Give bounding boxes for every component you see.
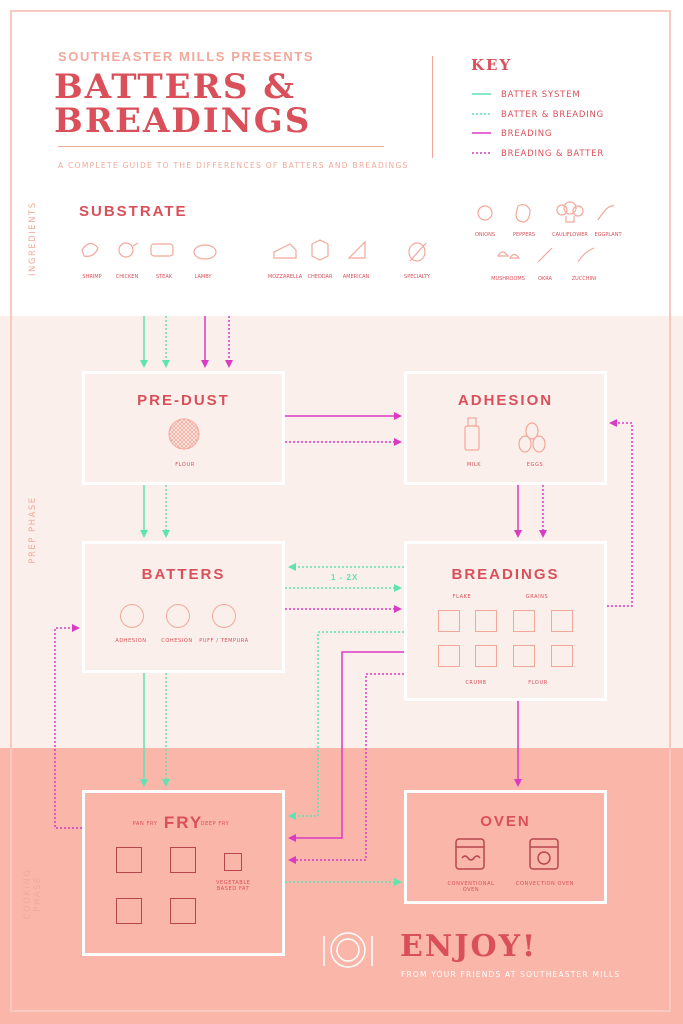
veg-label-zucchini: ZUCCHINI (572, 276, 597, 282)
puff-batter-circle (212, 604, 236, 628)
veg-label-peppers: PEPPERS (513, 232, 535, 238)
enjoy-title: ENJOY! (400, 929, 538, 964)
key-divider (432, 56, 433, 158)
breading-square (551, 610, 573, 632)
veg-label-eggplant: EGGPLANT (594, 232, 622, 238)
substrate-title: SUBSTRATE (79, 203, 188, 220)
protein-label-shrimp: SHRIMP (82, 274, 101, 280)
breadings-title: BREADINGS (451, 566, 560, 583)
breading-square (438, 645, 460, 667)
veg-label-mushrooms: MUSHROOMS (491, 276, 525, 282)
batters-cohesion-label: COHESION (161, 638, 193, 644)
fry-fat-label: VEGETABLE BASED FAT (216, 880, 251, 892)
cheese-icons (273, 239, 366, 261)
milk-icon (464, 417, 480, 451)
fry-square (170, 898, 196, 924)
title-divider (58, 146, 384, 147)
key-label-batter-system: BATTER SYSTEM (501, 90, 581, 100)
protein-label-chicken: CHICKEN (116, 274, 139, 280)
breadings-box: BREADINGS FLAKE GRAINS CRUMB FLOUR (404, 541, 607, 701)
flour-icon (168, 418, 200, 450)
presents-text: SOUTHEASTER MILLS PRESENTS (58, 49, 315, 64)
predust-title: PRE-DUST (137, 392, 230, 409)
fry-square (116, 898, 142, 924)
protein-icons (81, 242, 217, 260)
oven-convection-label: CONVECTION OVEN (515, 881, 575, 887)
batters-title: BATTERS (141, 566, 226, 583)
cheese-label-cheddar: CHEDDAR (308, 274, 333, 280)
fry-deepfry-label: DEEP FRY (200, 821, 230, 827)
eggs-icon (518, 422, 546, 453)
breading-square (513, 610, 535, 632)
breadings-flour-label: FLOUR (528, 680, 548, 686)
veg-label-onions: ONIONS (475, 232, 495, 238)
specialty-icon (408, 242, 427, 262)
adhesion-box: ADHESION MILK EGGS (404, 371, 607, 485)
friends-text: FROM YOUR FRIENDS AT SOUTHEASTER MILLS (401, 970, 621, 979)
oven-box: OVEN CONVENTIONAL OVEN CONVECTION OVEN (404, 790, 607, 904)
cheese-label-mozzarella: MOZZARELLA (268, 274, 303, 280)
fry-fat-square (224, 853, 242, 871)
cheese-label-american: AMERICAN (343, 274, 370, 280)
breading-square (513, 645, 535, 667)
key-title: KEY (471, 56, 513, 74)
breading-square (475, 610, 497, 632)
fry-square (170, 847, 196, 873)
veg-label-cauliflower: CAULIFLOWER (552, 232, 588, 238)
batters-box: BATTERS ADHESION COHESION PUFF / TEMPURA (82, 541, 285, 673)
breading-square (475, 645, 497, 667)
fry-box: FRY PAN FRY DEEP FRY VEGETABLE BASED FAT (82, 790, 285, 956)
title-line-1: BATTERS & (54, 67, 296, 107)
predust-flour-label: FLOUR (175, 462, 195, 468)
protein-label-steak: STEAK (156, 274, 173, 280)
subtitle: A COMPLETE GUIDE TO THE DIFFERENCES OF B… (58, 161, 409, 170)
adhesion-eggs-label: EGGS (526, 462, 544, 468)
adhesion-milk-label: MILK (466, 462, 482, 468)
key-swatches (472, 93, 491, 154)
breading-square (438, 610, 460, 632)
breadings-grains-label: GRAINS (525, 594, 549, 600)
breadings-crumb-label: CRUMB (465, 680, 487, 686)
key-label-breading: BREADING (501, 129, 553, 139)
title-line-2: BREADINGS (54, 101, 312, 141)
protein-label-lamby: LAMBY (195, 274, 213, 280)
oven-title: OVEN (480, 813, 531, 830)
ingredients-band (0, 0, 683, 316)
specialty-label: SPECIALTY (404, 274, 431, 280)
fry-title: FRY (163, 813, 204, 832)
key-label-breading-batter: BREADING & BATTER (501, 149, 605, 159)
fry-panfry-label: PAN FRY (132, 821, 158, 827)
oven-conventional-label: CONVENTIONAL OVEN (447, 881, 495, 893)
cohesion-batter-circle (166, 604, 190, 628)
vegetable-icons (477, 201, 615, 263)
plate-icon (323, 932, 373, 968)
breadings-flake-label: FLAKE (452, 594, 472, 600)
breading-square (551, 645, 573, 667)
fry-square (116, 847, 142, 873)
adhesion-batter-circle (120, 604, 144, 628)
veg-label-okra: OKRA (538, 276, 552, 282)
batters-puff-label: PUFF / TEMPURA (199, 638, 249, 644)
ratio-label: 1 - 2X (331, 573, 359, 582)
conventional-oven-icon (455, 838, 485, 870)
adhesion-title: ADHESION (457, 392, 554, 409)
convection-oven-icon (529, 838, 559, 870)
key-label-batter-breading: BATTER & BREADING (501, 110, 605, 120)
batters-adhesion-label: ADHESION (115, 638, 147, 644)
